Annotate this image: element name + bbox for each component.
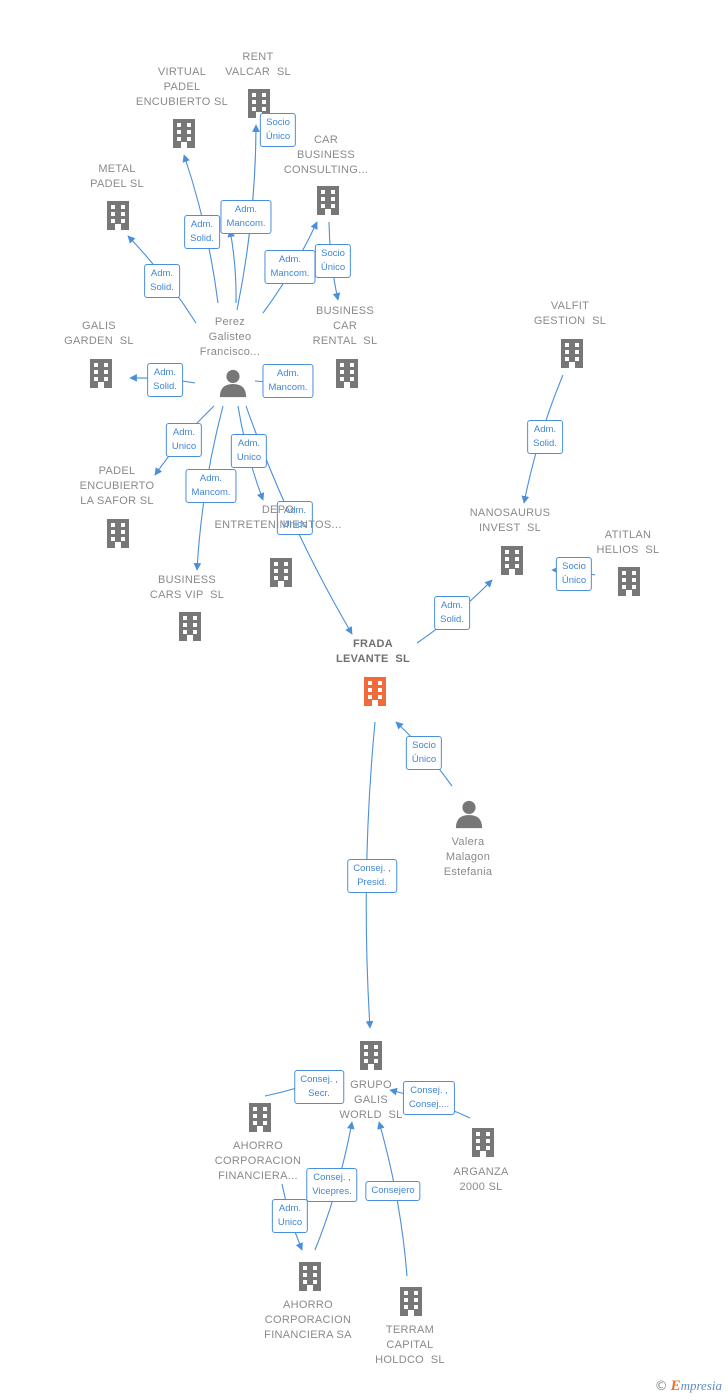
building-icon-terram[interactable]: [400, 1287, 422, 1316]
building-icon-car[interactable]: [317, 186, 339, 215]
node-label-arganza[interactable]: ARGANZA 2000 SL: [453, 1166, 509, 1193]
building-icon-padel_safor[interactable]: [107, 519, 129, 548]
edge-label-valfit-to-nanosaurus[interactable]: Adm. Solid.: [527, 420, 563, 454]
node-label-metal[interactable]: METAL PADEL SL: [90, 163, 144, 190]
edge-label-atitlan-to-nanosaurus[interactable]: Socio Único: [555, 557, 593, 591]
edge-label-frada-to-nanosaurus[interactable]: Adm. Solid.: [434, 596, 470, 630]
node-label-valera[interactable]: Valera Malagon Estefania: [443, 836, 493, 878]
edge-label-perez-to-rent[interactable]: Socio Único: [259, 113, 297, 147]
edge-label-perez-to-virtual[interactable]: Adm. Mancom.: [220, 200, 272, 234]
node-label-atitlan[interactable]: ATITLAN HELIOS SL: [596, 529, 660, 556]
node-label-nanosaurus[interactable]: NANOSAURUS INVEST SL: [469, 507, 551, 534]
building-icon-bcr[interactable]: [336, 359, 358, 388]
person-icon-perez[interactable]: [219, 369, 247, 398]
brand-name: mpresia: [680, 1378, 722, 1393]
edge-label-perez-to-metal[interactable]: Adm. Solid.: [144, 264, 180, 298]
node-label-rent[interactable]: RENT VALCAR SL: [225, 51, 291, 78]
building-icon-grupo[interactable]: [360, 1041, 382, 1070]
node-label-bcr[interactable]: BUSINESS CAR RENTAL SL: [312, 305, 378, 347]
node-label-deport[interactable]: DEPO ENTRETENIMIENTOS...: [214, 504, 342, 531]
edge-label-ahorro_fin-to-ahorro_sa[interactable]: Adm. Unico: [271, 1199, 309, 1233]
building-icon-ahorro_fin[interactable]: [249, 1103, 271, 1132]
edge-label-perez-to-galis_garden[interactable]: Adm. Solid.: [147, 363, 183, 397]
edge-label-ahorro_fin-to-grupo[interactable]: Consej. , Secr.: [294, 1070, 344, 1104]
edge-label-perez-to-bcv[interactable]: Adm. Mancom.: [185, 469, 237, 503]
building-icon-valfit[interactable]: [561, 339, 583, 368]
building-icon-ahorro_sa[interactable]: [299, 1262, 321, 1291]
building-icon-galis_garden[interactable]: [90, 359, 112, 388]
building-icon-virtual[interactable]: [173, 119, 195, 148]
building-icon-metal[interactable]: [107, 201, 129, 230]
node-label-grupo[interactable]: GRUPO GALIS WORLD SL: [339, 1079, 403, 1121]
node-label-perez[interactable]: Perez Galisteo Francisco...: [199, 316, 261, 358]
node-label-padel_safor[interactable]: PADEL ENCUBIERTO LA SAFOR SL: [79, 465, 155, 507]
node-label-valfit[interactable]: VALFIT GESTION SL: [533, 300, 607, 327]
node-label-galis_garden[interactable]: GALIS GARDEN SL: [64, 320, 134, 347]
edge-label-ahorro_sa-to-grupo[interactable]: Consej. , Vicepres.: [306, 1168, 358, 1202]
edge-label-arganza-to-grupo[interactable]: Consej. , Consej....: [402, 1081, 456, 1115]
brand-initial: E: [670, 1378, 681, 1394]
edge-label-valera-to-frada[interactable]: Socio Único: [405, 736, 443, 770]
edge-label-terram-to-grupo[interactable]: Consejero: [365, 1181, 421, 1201]
building-icon-deport[interactable]: [270, 558, 292, 587]
building-icon-bcv[interactable]: [179, 612, 201, 641]
edge-label-perez-to-virtual[interactable]: Adm. Solid.: [184, 215, 220, 249]
edge-label-perez-to-car[interactable]: Adm. Mancom.: [264, 250, 316, 284]
node-label-car[interactable]: CAR BUSINESS CONSULTING...: [283, 134, 369, 176]
building-icon-nanosaurus[interactable]: [501, 546, 523, 575]
node-label-ahorro_sa[interactable]: AHORRO CORPORACION FINANCIERA SA: [264, 1299, 352, 1341]
edge-label-car-to-bcr[interactable]: Socio Único: [314, 244, 352, 278]
node-label-terram[interactable]: TERRAM CAPITAL HOLDCO SL: [375, 1324, 445, 1366]
edge-label-perez-to-deport[interactable]: Adm. Unico: [230, 434, 268, 468]
edge-perez-to-virtual: [227, 229, 237, 304]
copyright-symbol: ©: [654, 1379, 668, 1394]
empresia-logo: ©Empresia: [655, 1378, 722, 1395]
edge-label-perez-to-frada[interactable]: Adm. Unico: [276, 501, 314, 535]
edge-label-perez-to-bcr[interactable]: Adm. Mancom.: [262, 364, 314, 398]
building-icon-atitlan[interactable]: [618, 567, 640, 596]
edge-label-perez-to-padel_safor[interactable]: Adm. Unico: [165, 423, 203, 457]
building-icon-frada[interactable]: [364, 677, 386, 706]
node-label-frada[interactable]: FRADA LEVANTE SL: [336, 638, 410, 665]
node-label-bcv[interactable]: BUSINESS CARS VIP SL: [149, 574, 225, 601]
node-label-ahorro_fin[interactable]: AHORRO CORPORACION FINANCIERA...: [214, 1140, 302, 1182]
node-label-virtual[interactable]: VIRTUAL PADEL ENCUBIERTO SL: [135, 66, 229, 108]
edge-label-frada-to-grupo[interactable]: Consej. , Presid.: [347, 859, 397, 893]
building-icon-arganza[interactable]: [472, 1128, 494, 1157]
person-icon-valera[interactable]: [455, 800, 483, 829]
